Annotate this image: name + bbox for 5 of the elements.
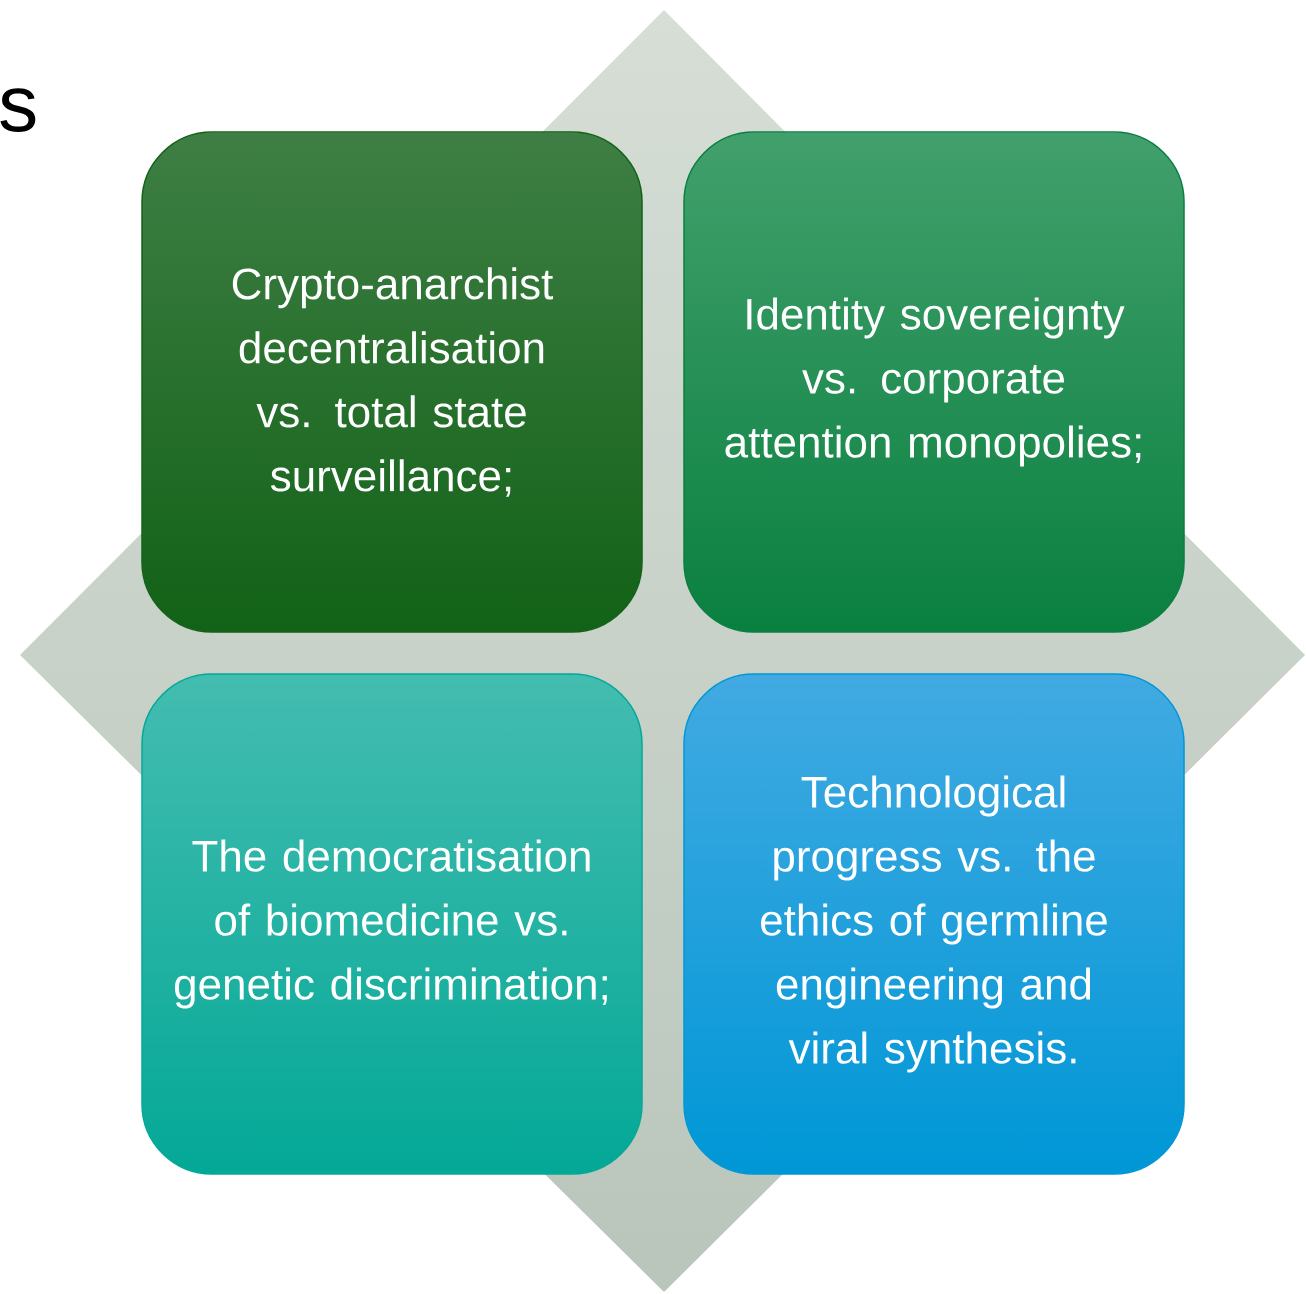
rounded-box: Identity sovereignty vs. corporate attention monopolies; xyxy=(683,131,1185,633)
rounded-box: The democratisation of biomedicine vs. genetic discrimination; xyxy=(141,673,643,1175)
rounded-box: Technological progress vs. the ethics of germline engineering and viral synthesis. xyxy=(683,673,1185,1175)
rounded-box: Crypto-anarchist decentralisation vs. total state surveillance; xyxy=(141,131,643,633)
title-fragment: s xyxy=(0,88,36,132)
